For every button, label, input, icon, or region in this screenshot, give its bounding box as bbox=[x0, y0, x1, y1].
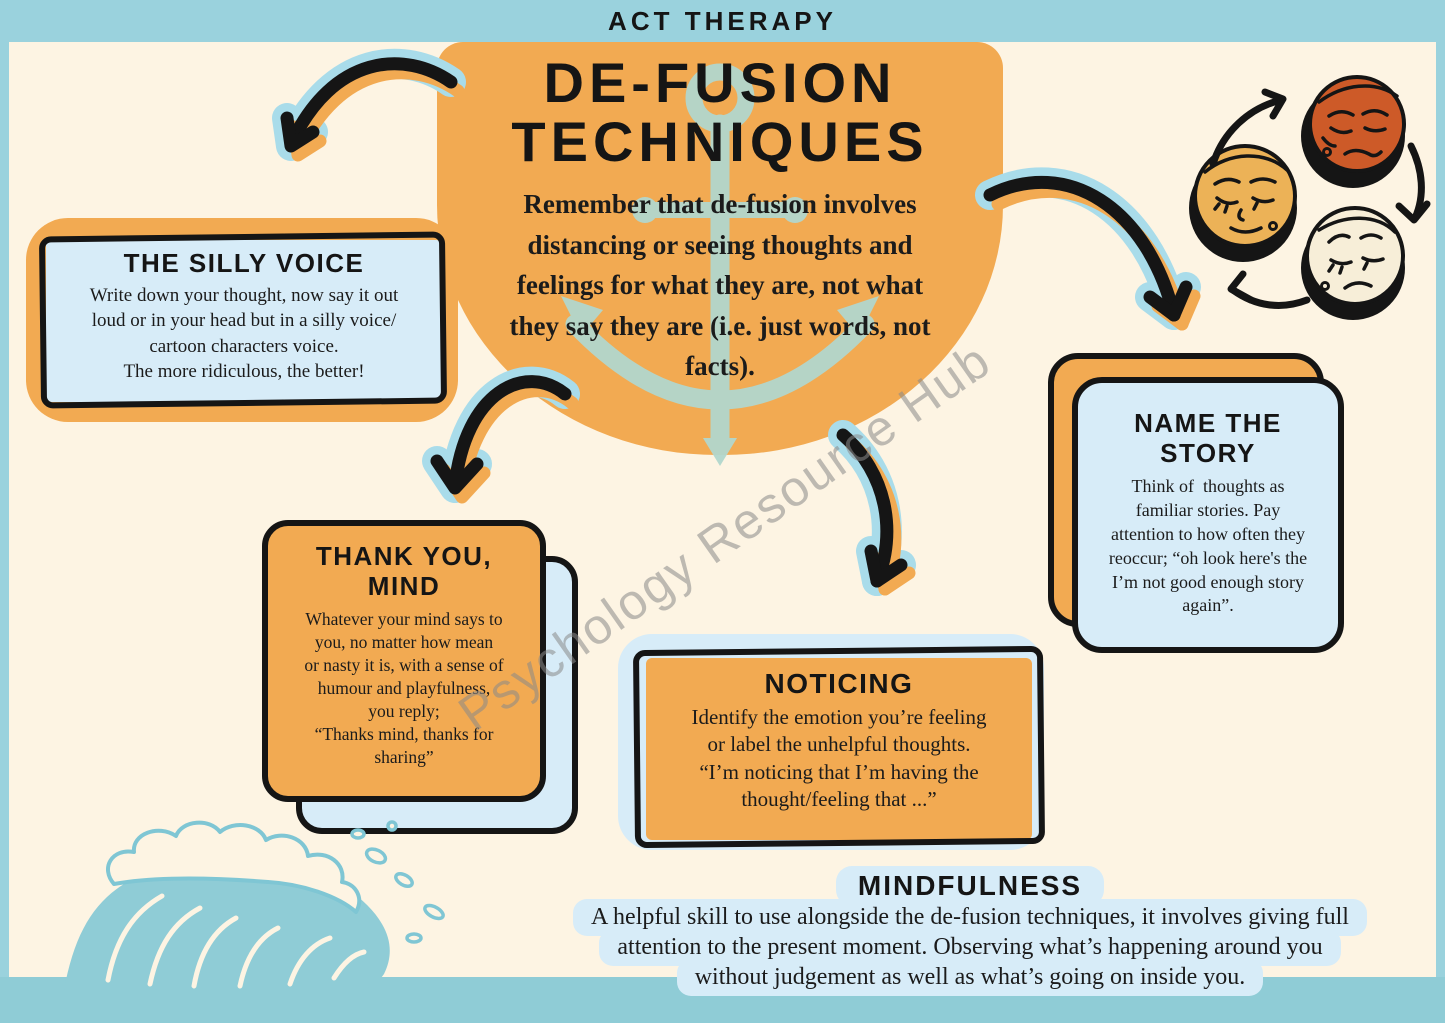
name-the-story-body: Think of thoughts as familiar stories. P… bbox=[1108, 475, 1308, 616]
angry-face-icon bbox=[1301, 75, 1406, 188]
curved-arrow-icon-to-name-the-story bbox=[975, 167, 1201, 331]
thank-you-mind-card: THANK YOU, MIND Whatever your mind says … bbox=[262, 520, 546, 802]
name-the-story-card: NAME THE STORY Think of thoughts as fami… bbox=[1072, 377, 1344, 653]
hub-title: DE-FUSION TECHNIQUES bbox=[511, 51, 929, 173]
thank-you-mind-body: Whatever your mind says to you, no matte… bbox=[304, 608, 504, 768]
silly-voice-card bbox=[46, 240, 442, 402]
noticing-card-frame bbox=[632, 645, 1046, 849]
silly-voice-body: Write down your thought, now say it out … bbox=[89, 285, 399, 383]
cycle-arrow-icon-up bbox=[1209, 88, 1287, 168]
name-the-story-title: NAME THE STORY bbox=[1134, 408, 1282, 468]
noticing-card: NOTICING Identify the emotion you’re fee… bbox=[646, 658, 1032, 840]
noticing-body: Identify the emotion you’re feeling or l… bbox=[691, 705, 987, 811]
thank-you-mind-title: THANK YOU, MIND bbox=[315, 541, 493, 601]
hub-description: Remember that de-fusion involves distanc… bbox=[509, 189, 931, 381]
page-kicker: ACT THERAPY bbox=[608, 6, 837, 36]
noticing-title: NOTICING bbox=[764, 668, 914, 699]
curved-arrow-icon-to-thank-you-mind bbox=[422, 366, 580, 504]
cycle-arrow-icon-down bbox=[1395, 142, 1431, 224]
anchor-icon bbox=[561, 63, 879, 466]
wave-icon bbox=[64, 820, 445, 990]
curved-arrow-icon-to-noticing bbox=[828, 420, 916, 596]
mindfulness-section: MINDFULNESS A helpful skill to use along… bbox=[470, 866, 1445, 996]
calm-face-icon bbox=[1189, 144, 1297, 262]
cycle-arrow-icon-left bbox=[1227, 270, 1311, 309]
silly-voice-title: THE SILLY VOICE bbox=[123, 248, 365, 278]
emotion-cycle-illustration bbox=[1189, 75, 1431, 320]
sad-face-icon bbox=[1301, 206, 1405, 320]
silly-voice-card-content: THE SILLY VOICE Write down your thought,… bbox=[52, 248, 436, 385]
curved-arrow-icon-to-silly-voice bbox=[272, 48, 466, 162]
mindfulness-line: without judgement as well as what’s goin… bbox=[676, 958, 1264, 996]
